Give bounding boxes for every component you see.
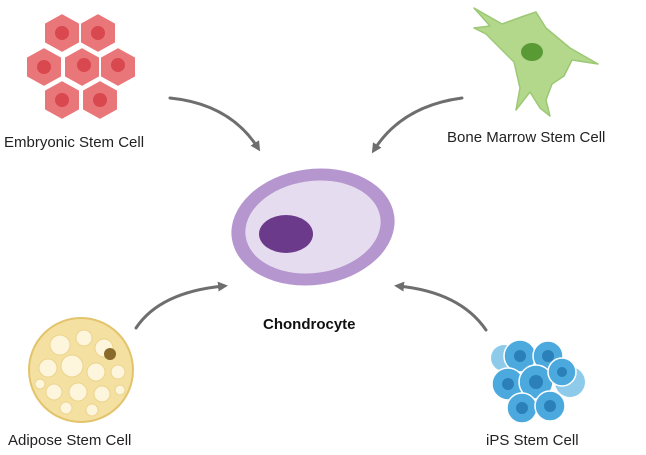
bone-marrow-stem-cell-icon <box>473 7 599 117</box>
chondrocyte-label: Chondrocyte <box>263 316 356 333</box>
embryonic-stem-cell-label: Embryonic Stem Cell <box>4 134 145 151</box>
ips-stem-cell-icon <box>491 339 585 424</box>
embryonic-stem-cell-icon <box>25 11 137 122</box>
adipose-stem-cell-label: Adipose Stem Cell <box>8 432 132 449</box>
ips-stem-cell-label: iPS Stem Cell <box>486 432 579 449</box>
arrow-adipose-to-chondrocyte <box>134 281 228 330</box>
bone-marrow-stem-cell-label: Bone Marrow Stem Cell <box>447 129 606 146</box>
arrow-bone-marrow-to-chondrocyte <box>371 96 464 154</box>
adipose-stem-cell-icon <box>28 317 134 423</box>
arrow-embryonic-to-chondrocyte <box>168 96 261 152</box>
chondrocyte-icon <box>231 168 395 286</box>
arrow-ips-to-chondrocyte <box>394 281 488 332</box>
